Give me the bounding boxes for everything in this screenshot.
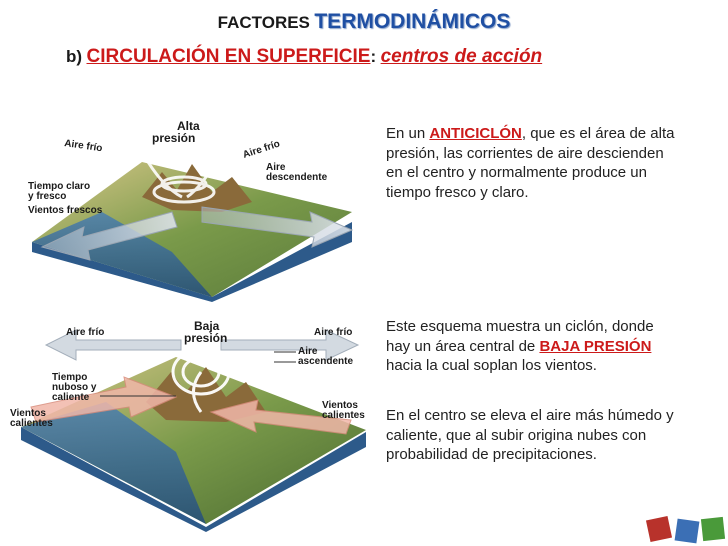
label-tiempo-claro: Tiempo claro [28, 181, 90, 192]
label-ascendente: ascendente [298, 356, 353, 367]
label-presion: presión [152, 131, 195, 145]
cyclone-highlight: BAJA PRESIÓN [539, 337, 652, 355]
page-subtitle: b) CIRCULACIÓN EN SUPERFICIE: centros de… [66, 46, 542, 68]
label-tiempo: Tiempo [52, 372, 87, 383]
cyclone-pre: Este esquema muestra un ciclón, donde ha… [386, 318, 654, 355]
label-vientos-left: Vientos [10, 408, 46, 419]
slab-side [21, 427, 366, 532]
cyclone-paragraph: Este esquema muestra un ciclón, donde ha… [386, 317, 676, 376]
slab-side [32, 222, 352, 302]
label-aire: Aire [298, 346, 318, 357]
cyclone-diagram: Aire frío Baja presión Aire frío Aire as… [10, 319, 366, 532]
outflow-arrow-left [40, 211, 178, 261]
inflow-arrow-left [30, 376, 178, 423]
block-green [700, 516, 726, 542]
anticyclone-paragraph: En un ANTICICLÓN, que es el área de alta… [386, 124, 676, 202]
subtitle-colon: : [370, 47, 377, 66]
label-aire-frio-left: Aire frío [64, 138, 104, 154]
label-aire: Aire [266, 162, 286, 173]
center-paragraph: En el centro se eleva el aire más húmedo… [386, 407, 674, 463]
anticyclone-diagram: Aire frío Alta presión Aire frío Aire de… [28, 119, 354, 302]
descending-air [140, 151, 224, 204]
anticyclone-post: , que es el área de alta presión, las co… [386, 125, 675, 201]
block-blue [674, 518, 700, 544]
label-aire-frio-right: Aire frío [314, 327, 352, 338]
label-aire-frio-left: Aire frío [66, 327, 104, 338]
anticyclone-highlight: ANTICICLÓN [429, 125, 522, 142]
label-calientes-left: calientes [10, 418, 53, 429]
label-presion: presión [184, 331, 227, 345]
cyclone-post: hacia la cual soplan los vientos. [386, 357, 597, 374]
subtitle-sub: centros de acción [380, 46, 543, 67]
label-alta: Alta [177, 119, 200, 133]
label-vientos-right: Vientos [322, 400, 358, 411]
label-caliente: caliente [52, 392, 90, 403]
label-descendente: descendente [266, 172, 328, 183]
subtitle-main: CIRCULACIÓN EN SUPERFICIE [86, 46, 371, 67]
block-red [645, 515, 673, 543]
label-calientes-right: calientes [322, 410, 365, 421]
label-aire-frio-right: Aire frío [242, 139, 282, 161]
label-baja: Baja [194, 319, 220, 333]
title-prefix: FACTORES [217, 13, 310, 32]
label-nuboso: nuboso y [52, 382, 97, 393]
label-y-fresco: y fresco [28, 191, 66, 202]
title-highlight: TERMODINÁMICOS [314, 10, 511, 33]
rising-air [171, 348, 231, 413]
sea-area [21, 402, 206, 524]
decorative-blocks [645, 515, 726, 544]
cold-arrow-right [220, 329, 360, 361]
anticyclone-pre: En un [386, 125, 430, 142]
page-title: FACTORES TERMODINÁMICOS [0, 10, 728, 34]
inflow-arrow-right [209, 399, 352, 435]
subtitle-letter: b) [66, 47, 83, 66]
label-vientos-frescos: Vientos frescos [28, 205, 103, 216]
outflow-arrow-right [201, 206, 354, 248]
cold-arrow-left [44, 329, 182, 361]
